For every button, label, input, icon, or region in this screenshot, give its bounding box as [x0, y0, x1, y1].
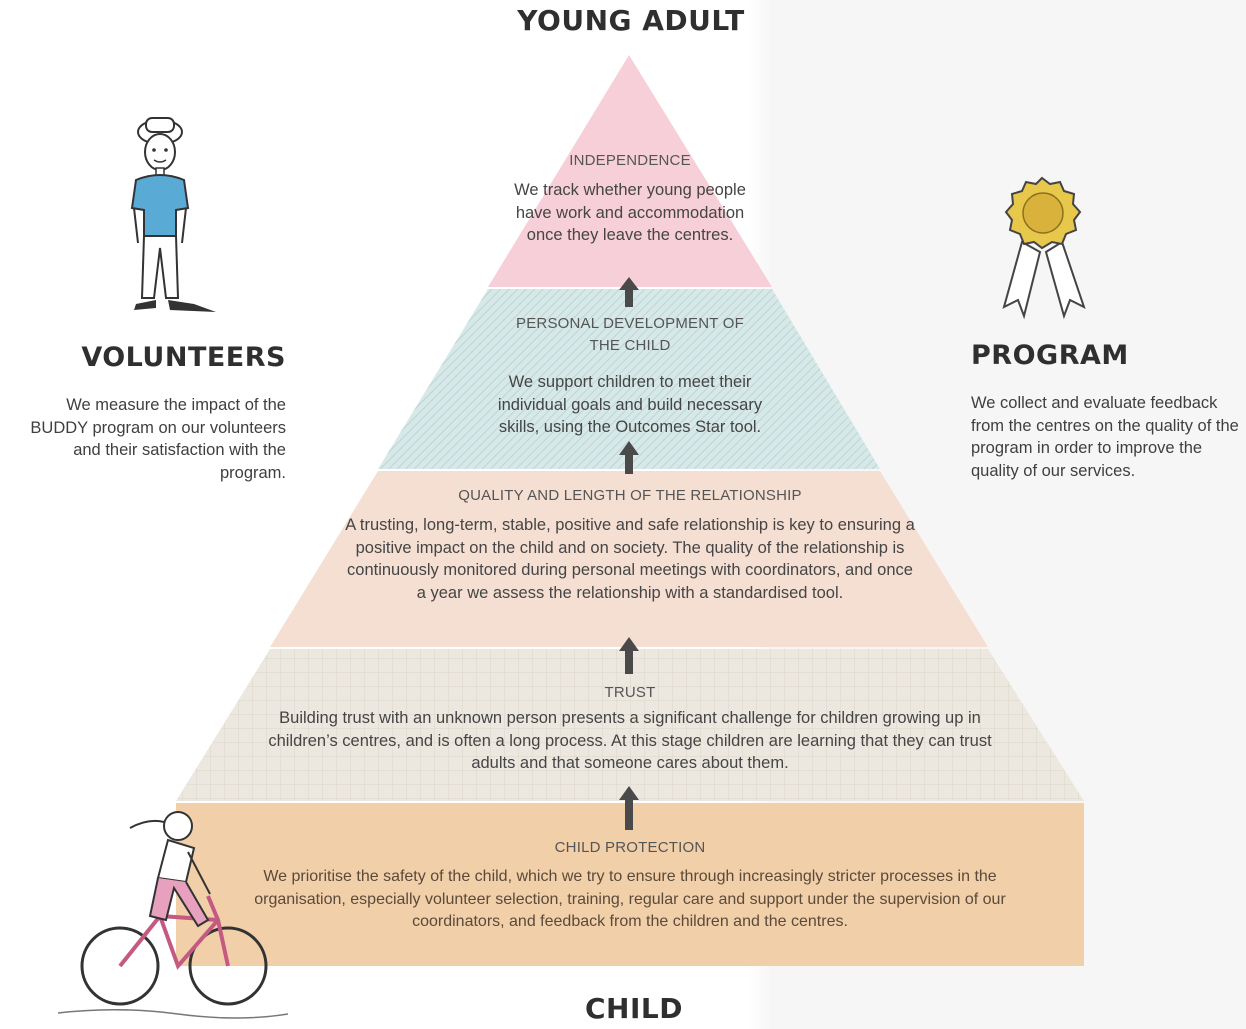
tier-trust: TRUST Building trust with an unknown per… — [240, 684, 1020, 775]
tier-child-protection: CHILD PROTECTION We prioritise the safet… — [230, 839, 1030, 934]
arrow-up-icon — [619, 786, 639, 830]
award-rosette-icon — [1002, 176, 1086, 320]
volunteers-heading: VOLUNTEERS — [81, 342, 286, 373]
tier-title: QUALITY AND LENGTH OF THE RELATIONSHIP — [458, 487, 802, 504]
bottom-label-child: CHILD — [585, 992, 683, 1025]
tier-band-relationship — [270, 471, 988, 647]
tier-title: INDEPENDENCE — [569, 152, 691, 169]
arrow-up-icon — [619, 277, 639, 307]
arrow-up-icon — [619, 441, 639, 474]
program-text: We collect and evaluate feedback from th… — [971, 394, 1239, 480]
tier-personal-development: PERSONAL DEVELOPMENT OF THE CHILD We sup… — [470, 313, 790, 439]
tier-band-personal-development — [378, 289, 880, 469]
tier-description: We support children to meet their indivi… — [497, 373, 763, 436]
tier-title: CHILD PROTECTION — [554, 839, 706, 856]
child-on-bicycle-illustration — [58, 811, 288, 1019]
tier-description: A trusting, long-term, stable, positive … — [345, 516, 915, 602]
tier-independence: INDEPENDENCE We track whether young peop… — [500, 152, 760, 247]
top-label-young-adult: YOUNG ADULT — [517, 4, 745, 37]
arrow-up-icon — [619, 637, 639, 674]
volunteers-text: We measure the impact of the BUDDY progr… — [30, 396, 286, 482]
tier-band-independence — [488, 55, 772, 287]
tier-description: We track whether young people have work … — [514, 181, 746, 244]
tier-band-trust — [176, 649, 1084, 801]
tier-description: We prioritise the safety of the child, w… — [254, 868, 1006, 930]
tier-title: PERSONAL DEVELOPMENT OF THE CHILD — [516, 315, 744, 354]
tier-description: Building trust with an unknown person pr… — [268, 709, 992, 772]
tier-relationship: QUALITY AND LENGTH OF THE RELATIONSHIP A… — [330, 487, 930, 604]
volunteer-illustration — [130, 117, 216, 312]
tier-band-child-protection — [176, 803, 1084, 966]
tier-title: TRUST — [604, 684, 656, 701]
program-heading: PROGRAM — [971, 340, 1129, 371]
